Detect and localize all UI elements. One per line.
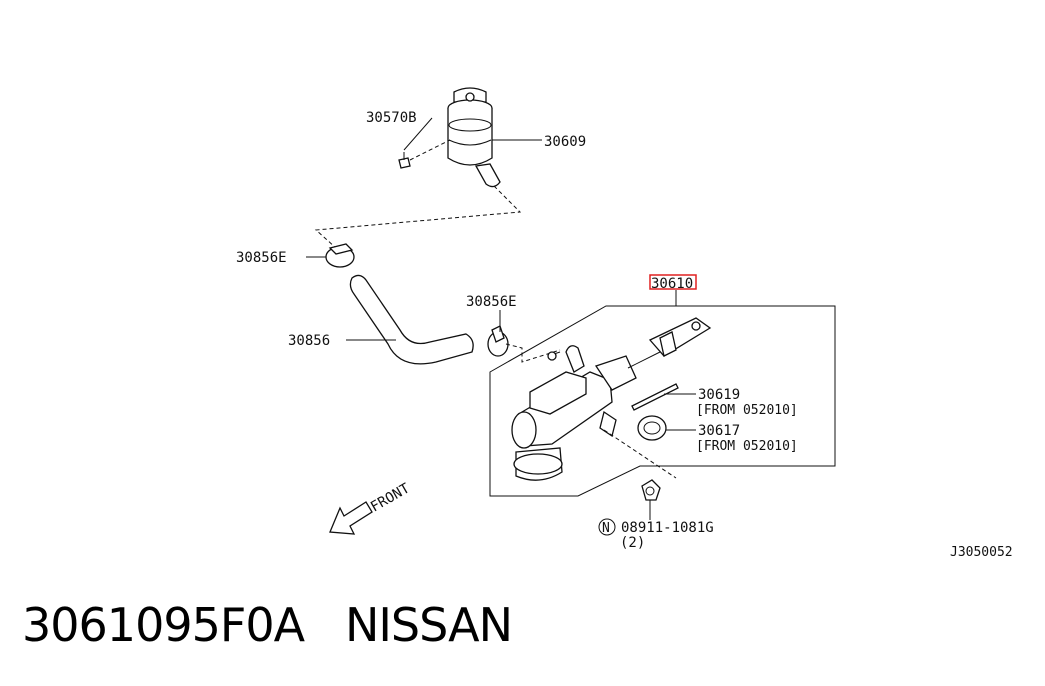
clutch-master-cylinder[interactable] <box>511 345 677 481</box>
label-30619: 30619 <box>698 387 740 403</box>
caption-part-number: 3061095F0A <box>22 598 305 652</box>
label-front: FRONT <box>368 480 413 515</box>
bolt-30570b[interactable] <box>398 152 411 169</box>
assembly-outline <box>489 305 836 497</box>
front-arrow-icon <box>329 501 373 535</box>
label-30856e-upper: 30856E <box>236 250 287 266</box>
label-30617-note: [FROM 052010] <box>696 439 798 454</box>
label-30619-note: [FROM 052010] <box>696 403 798 418</box>
reservoir-tank[interactable] <box>447 87 501 188</box>
nut-08911[interactable] <box>641 479 661 501</box>
label-nut-code: 08911-1081G <box>621 520 714 536</box>
label-30609: 30609 <box>544 134 586 150</box>
boot-30617[interactable] <box>637 415 667 441</box>
label-30617: 30617 <box>698 423 740 439</box>
reservoir-hose[interactable] <box>349 274 474 365</box>
pin-30619[interactable] <box>631 383 679 411</box>
hose-clamp-upper[interactable] <box>325 243 355 268</box>
push-rod-clevis[interactable] <box>627 317 712 369</box>
hose-clamp-lower[interactable] <box>487 325 509 357</box>
label-30610[interactable]: 30610 <box>651 276 693 292</box>
label-30570b: 30570B <box>366 110 417 126</box>
highlight-box-30610 <box>649 274 697 290</box>
label-30856: 30856 <box>288 333 330 349</box>
caption-brand: NISSAN <box>344 598 513 652</box>
part-caption: 3061095F0A NISSAN <box>22 598 513 652</box>
label-30856e-lower: 30856E <box>466 294 517 310</box>
nut-prefix-circle <box>598 518 616 536</box>
nut-prefix: N <box>602 521 610 536</box>
label-nut-qty: (2) <box>620 535 645 551</box>
diagram-code: J3050052 <box>950 545 1013 560</box>
